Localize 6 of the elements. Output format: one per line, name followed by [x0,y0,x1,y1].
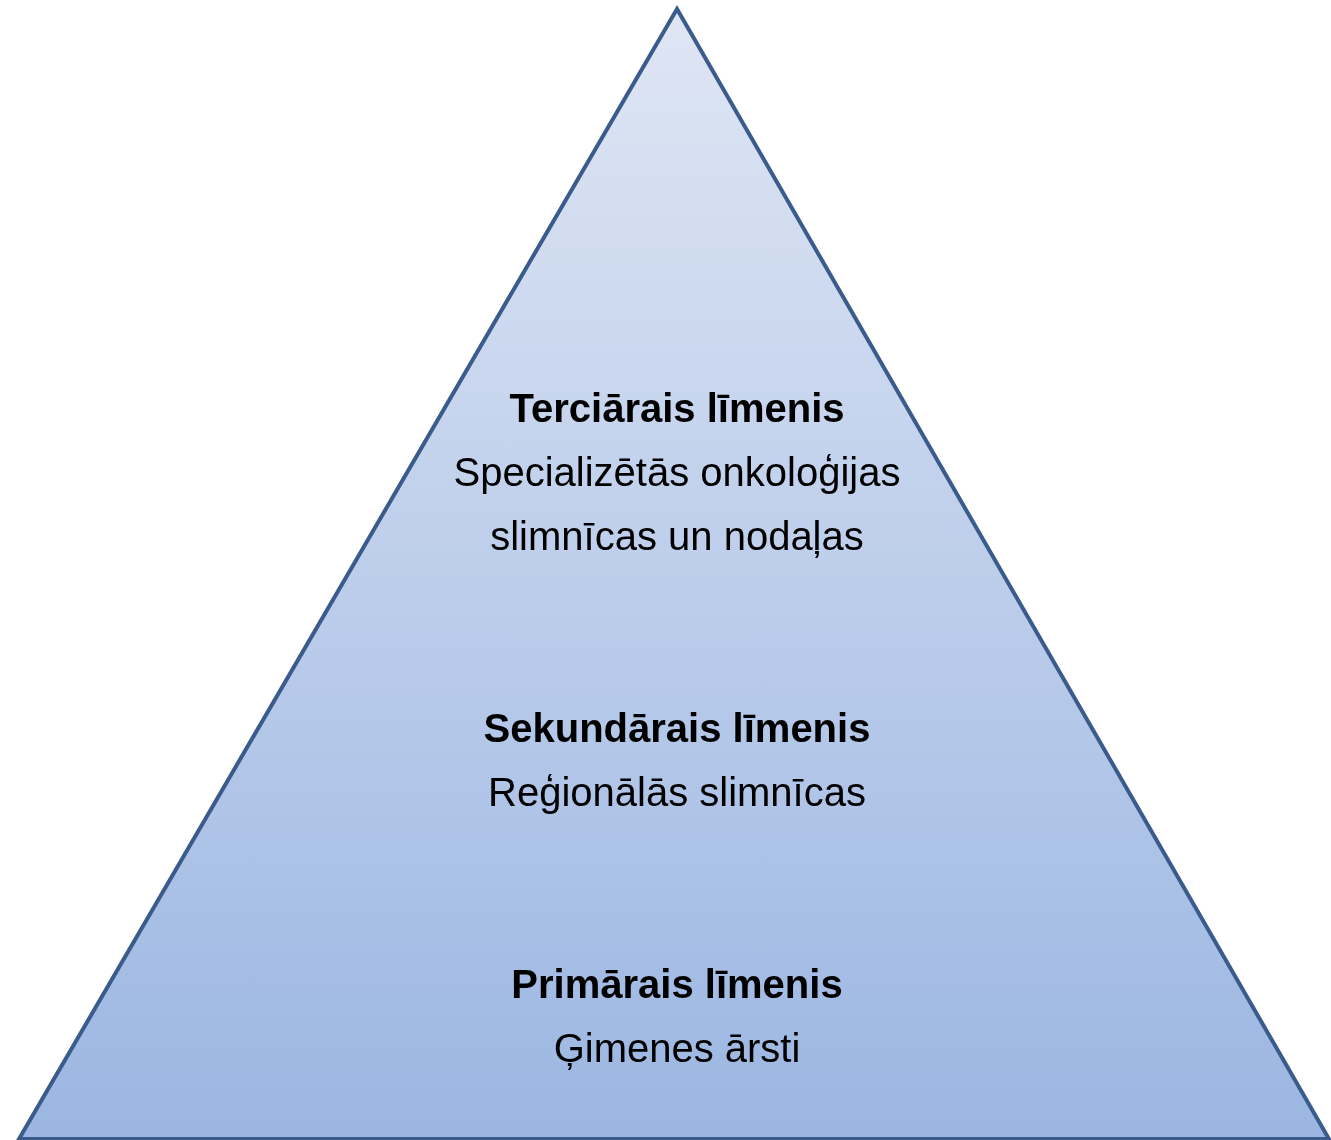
level-title: Primārais līmenis [510,961,844,1008]
level-description: Specializētās onkoloģijas slimnīcas un nodaļas [452,449,902,560]
level-title: Sekundārais līmenis [482,705,872,752]
level-description: Ģimenes ārsti [552,1025,802,1072]
level-title: Terciārais līmenis [508,385,846,432]
level-description: Reģionālās slimnīcas [487,769,867,816]
